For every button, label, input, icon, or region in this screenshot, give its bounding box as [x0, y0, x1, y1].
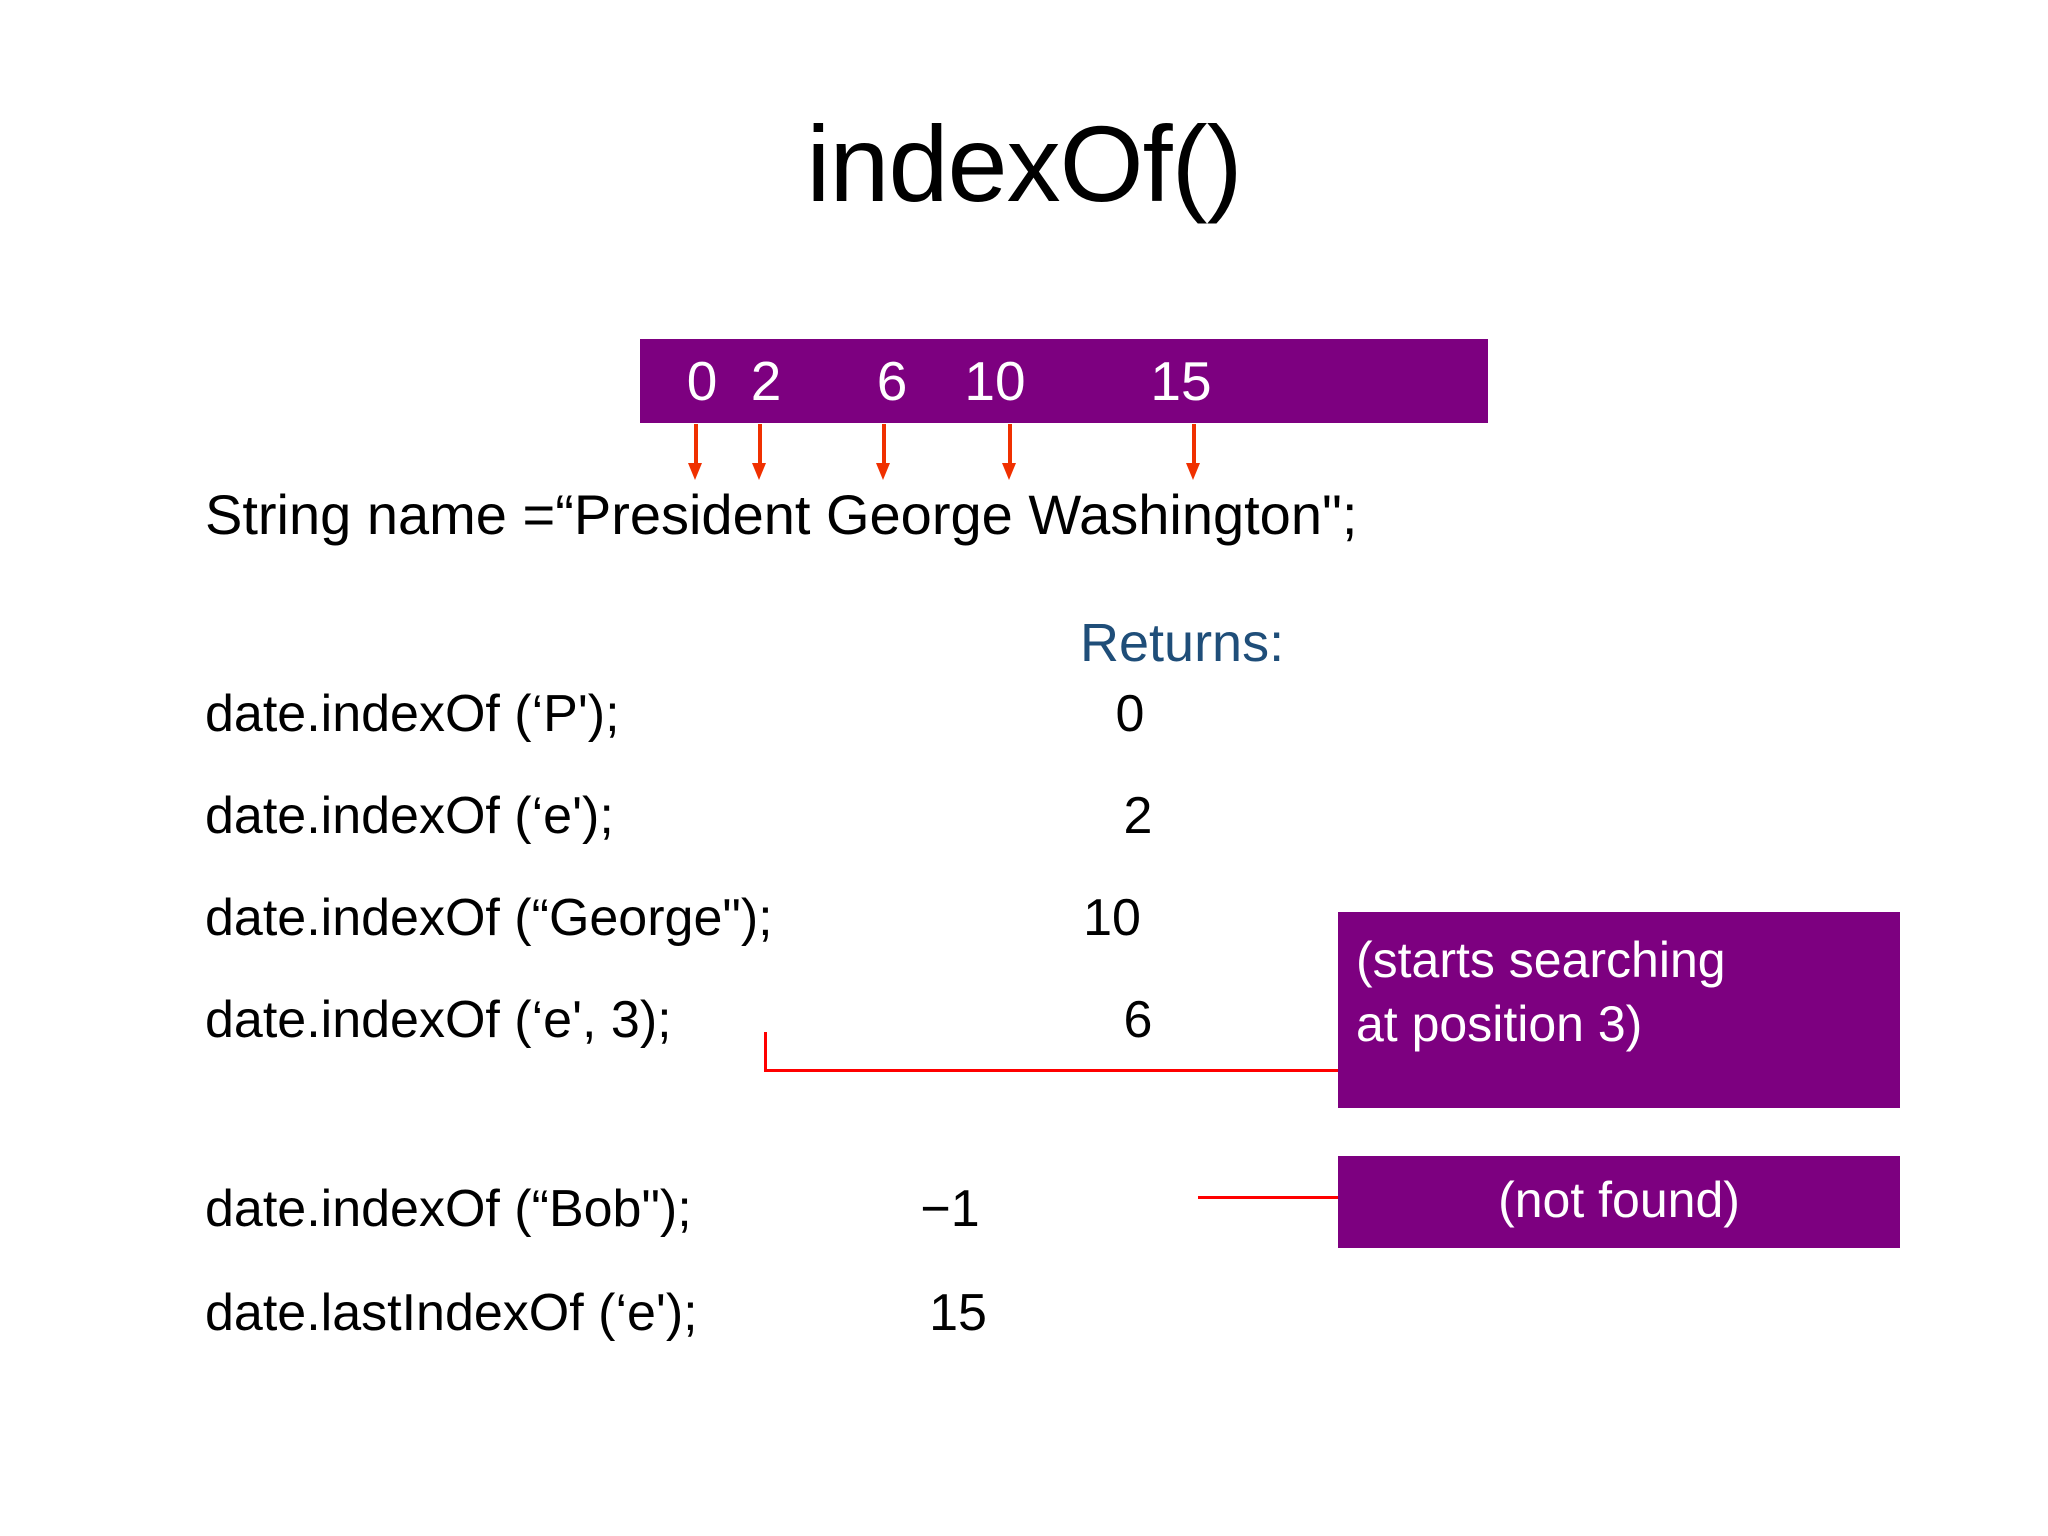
leader-horizontal-notfound [1198, 1196, 1342, 1199]
index-label-10: 10 [964, 350, 1026, 412]
code-return-6: 15 [929, 1284, 987, 1342]
returns-heading: Returns: [1080, 613, 1285, 673]
code-return-2: 2 [1123, 787, 1153, 845]
code-return-4: 6 [1123, 991, 1153, 1049]
string-declaration: String name =“President George Washingto… [205, 483, 1358, 546]
index-position-bar: 0 2 6 10 15 [640, 339, 1488, 423]
page-title: indexOf() [806, 103, 1242, 224]
index-label-0: 0 [686, 350, 718, 412]
index-label-6: 6 [876, 350, 908, 412]
code-call-3: date.indexOf (“George"); [205, 889, 773, 947]
code-call-6: date.lastIndexOf (‘e'); [205, 1284, 698, 1342]
callout-starts-searching: (starts searching at position 3) [1338, 912, 1900, 1108]
index-arrow-6 [876, 424, 890, 480]
index-arrow-10 [1002, 424, 1016, 480]
code-return-1: 0 [1115, 685, 1145, 743]
leader-vertical-starts [764, 1032, 767, 1072]
code-return-5: −1 [920, 1180, 980, 1238]
code-return-3: 10 [1083, 889, 1141, 947]
code-call-4: date.indexOf (‘e', 3); [205, 991, 672, 1049]
code-call-2: date.indexOf (‘e'); [205, 787, 614, 845]
callout-starts-line1: (starts searching [1356, 932, 1726, 988]
leader-horizontal-starts [764, 1069, 1342, 1072]
index-label-15: 15 [1150, 350, 1212, 412]
index-arrow-2 [752, 424, 766, 480]
code-call-1: date.indexOf (‘P'); [205, 685, 620, 743]
index-label-2: 2 [750, 350, 782, 412]
callout-starts-line2: at position 3) [1356, 996, 1643, 1052]
code-call-5: date.indexOf (“Bob"); [205, 1180, 692, 1238]
callout-not-found: (not found) [1338, 1156, 1900, 1248]
index-arrow-0 [688, 424, 702, 480]
index-arrow-15 [1186, 424, 1200, 480]
